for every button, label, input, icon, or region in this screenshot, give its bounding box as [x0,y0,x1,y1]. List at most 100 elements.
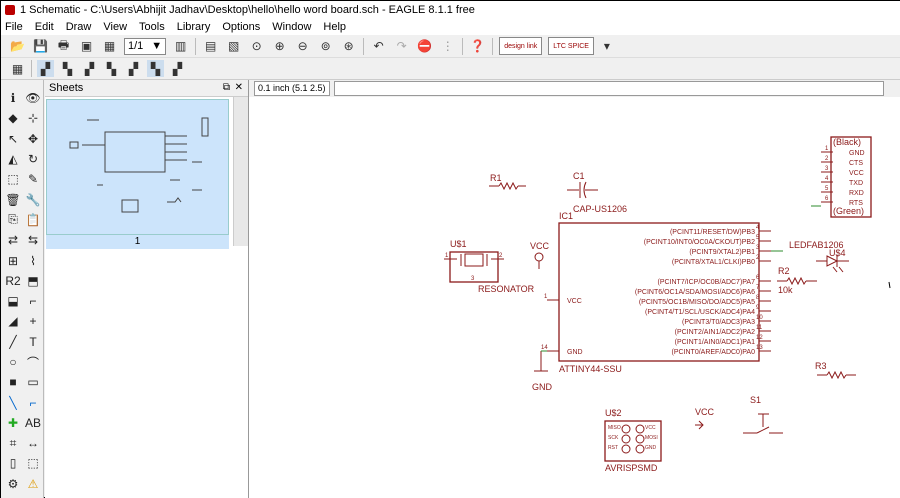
ltc-spice-button[interactable]: LTC SPICE [548,37,594,55]
invoke-icon[interactable]: + [29,314,37,329]
ic-pin-number: 11 [756,325,763,331]
sheets-scrollbar[interactable] [233,97,248,246]
copy-icon[interactable]: ⎘ [8,212,18,227]
net-icon[interactable]: ⌐ [29,395,37,410]
select-icon[interactable]: ↖ [7,131,19,146]
move-icon[interactable]: ✥ [27,131,39,146]
change-icon[interactable]: ✎ [27,172,39,187]
value-icon[interactable]: ⬒ [27,273,39,288]
title-bar: 1 Schematic - C:\Users\Abhijit Jadhav\De… [1,1,900,18]
layer-style-icon[interactable]: ▞ [128,61,139,76]
delete-icon[interactable]: 🗑 [5,192,21,207]
design-link-button[interactable]: design link [499,37,543,55]
pinswap-icon[interactable]: ⊞ [7,253,19,268]
sheet-select[interactable]: 1/1▼ [124,37,167,55]
split-net-icon[interactable]: ◢ [8,314,18,329]
cam-icon[interactable]: ▣ [80,39,93,53]
sheet-thumbnail[interactable] [46,99,229,235]
bus-icon[interactable]: ╲ [9,395,17,410]
errors-icon[interactable]: ⚠ [27,476,39,491]
stop-icon[interactable]: ⛔ [417,39,433,53]
layer-style-icon[interactable]: ▚ [106,61,117,76]
show-icon[interactable]: 👁 [25,91,41,106]
circle-icon[interactable]: ○ [9,355,17,369]
c1-value: CAP-US1206 [573,204,627,214]
mark-icon[interactable]: ⊹ [27,111,39,126]
help-icon[interactable]: ❓ [470,39,486,53]
zoom-redraw-icon[interactable]: ⊚ [320,39,331,53]
menu-library[interactable]: Library [176,20,211,33]
divider [31,60,32,77]
split-icon[interactable]: ⌇ [30,253,36,268]
display-icon[interactable]: ◆ [8,111,18,126]
chevron-down-icon[interactable]: ▾ [603,39,610,53]
sheet-number: 1 [46,235,229,249]
zoom-fit-icon[interactable]: ⊙ [251,39,262,53]
zoom-out-icon[interactable]: ⊖ [297,39,308,53]
paste-icon[interactable]: 📋 [25,212,41,227]
replace-icon[interactable]: ⇄ [7,233,19,248]
grid-icon[interactable]: ▦ [11,61,24,76]
app-icon [5,4,15,15]
print-icon[interactable]: 🖶 [57,37,70,52]
library-icon[interactable]: ▥ [175,39,187,53]
rect-icon[interactable]: ■ [9,375,17,390]
junction-icon[interactable]: ✚ [7,415,19,430]
text-icon[interactable]: T [29,334,37,349]
layer-style-icon[interactable]: ▚ [147,60,164,77]
polygon-icon[interactable]: ▭ [27,375,39,390]
redo-icon[interactable]: ↷ [396,39,407,53]
menu-tools[interactable]: Tools [139,20,165,33]
dimension-icon[interactable]: ↔ [27,436,39,451]
wire-icon[interactable]: ╱ [9,334,17,349]
layer-style-icon[interactable]: ▚ [62,61,73,76]
sheet-select-value: 1/1 [128,40,144,52]
ic-pin-number: 9 [756,305,760,311]
command-input[interactable] [333,81,884,96]
ic-pin-label: (PCINT5/OC1B/MISO/DO/ADC5)PA5 [639,299,755,306]
info-icon[interactable]: ℹ [10,91,16,106]
vcc1-label: VCC [530,241,550,251]
layer-style-icon[interactable]: ▞ [84,61,95,76]
layer-style-icon[interactable]: ▞ [37,60,54,77]
miter-icon[interactable]: ⌐ [29,294,37,309]
ulp-icon[interactable]: ▧ [228,39,240,53]
undo-icon[interactable]: ↶ [373,39,384,53]
arc-icon[interactable]: ⌒ [26,355,39,370]
gateswap-icon[interactable]: ⇆ [27,233,39,248]
script-icon[interactable]: ▤ [205,39,217,53]
menu-file[interactable]: File [5,20,23,33]
group-icon[interactable]: ⬚ [7,172,19,187]
board-icon[interactable]: ▦ [103,39,116,53]
save-icon[interactable]: 💾 [33,39,48,53]
rotate-icon[interactable]: ↻ [27,152,39,167]
zoom-in-icon[interactable]: ⊕ [274,39,285,53]
wrench-icon[interactable]: 🔧 [25,192,41,207]
open-icon[interactable]: 📂 [10,39,25,53]
menu-draw[interactable]: Draw [65,20,92,33]
mirror-icon[interactable]: ◭ [8,152,18,167]
close-icon[interactable]: ✕ [234,82,243,93]
menu-help[interactable]: Help [323,20,347,33]
zoom-select-icon[interactable]: ⊛ [343,39,354,53]
ic-pin-number: 2 [756,255,760,261]
resonator-pin-number: 3 [471,276,475,282]
layer-style-icon[interactable]: ▞ [172,61,183,76]
label-icon[interactable]: AB [24,415,41,430]
erc-icon[interactable]: ⚙ [7,476,19,491]
module-icon[interactable]: ⬚ [27,456,39,471]
r2-name: R2 [778,266,790,276]
menu-view[interactable]: View [103,20,128,33]
menu-window[interactable]: Window [272,20,312,33]
menu-edit[interactable]: Edit [34,20,54,33]
attribute-icon[interactable]: ⌗ [9,435,17,450]
ftdi-pin-label: RTS [849,200,863,207]
go-icon[interactable]: ⋮ [441,39,454,53]
name-icon[interactable]: R2 [5,273,21,288]
frame-icon[interactable]: ▯ [9,456,17,471]
smash-icon[interactable]: ⬓ [7,294,19,309]
sheets-header: Sheets ⧉ ✕ [45,80,248,97]
menu-options[interactable]: Options [222,20,261,33]
restore-icon[interactable]: ⧉ [222,82,230,93]
schematic-canvas[interactable]: R1 C1 CAP-US1206 IC1 ATTINY44-SSU U$1 RE… [249,97,900,498]
